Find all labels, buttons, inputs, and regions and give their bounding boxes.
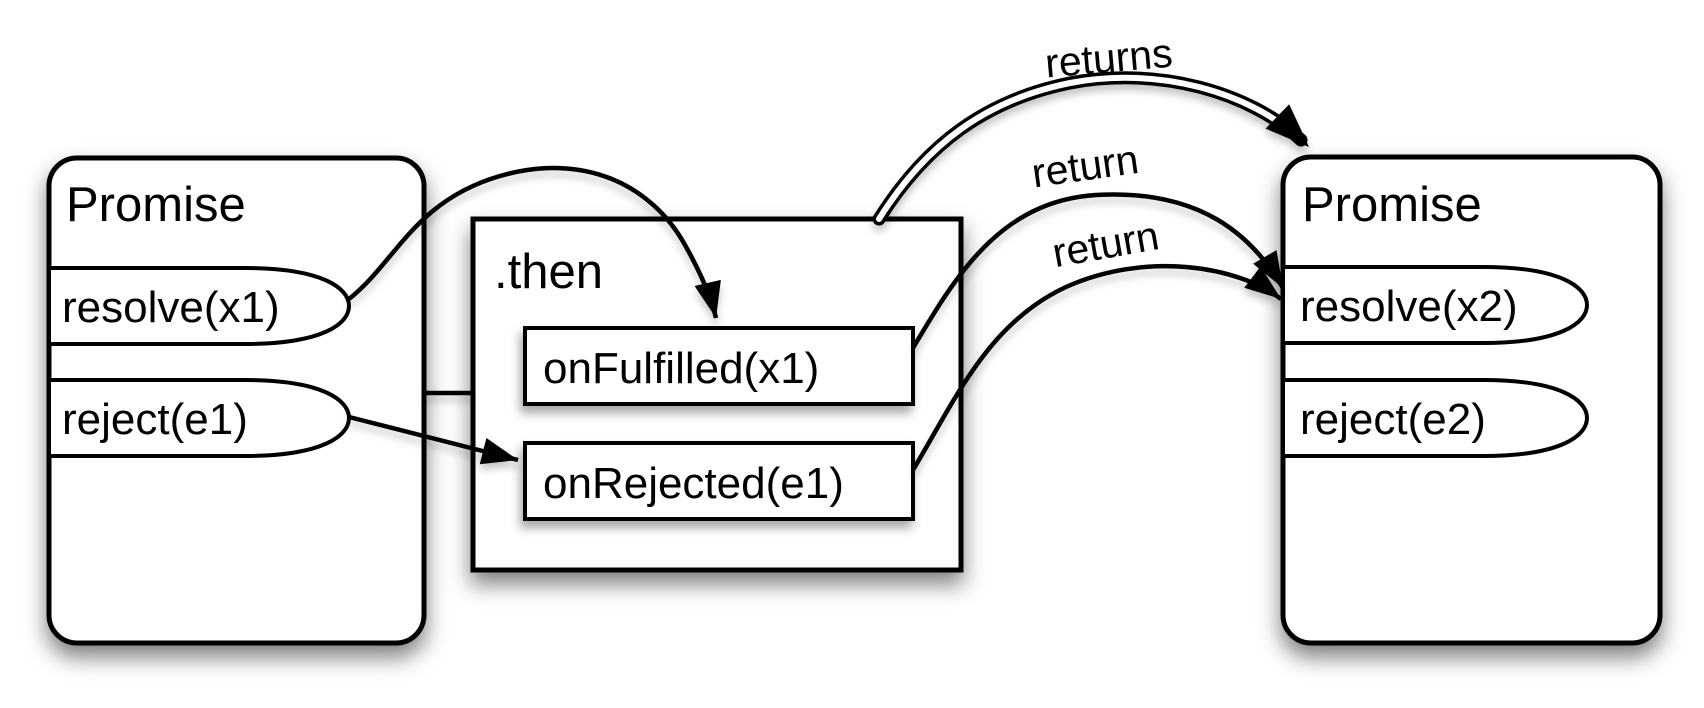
promise2-reject-receptor xyxy=(1285,378,1590,458)
promise1-title: Promise xyxy=(66,178,246,232)
promise2-reject-label: reject(e2) xyxy=(1300,395,1486,444)
promise1-box-group: Promise resolve(x1) reject(e1) xyxy=(46,155,427,646)
onfulfilled-label: onFulfilled(x1) xyxy=(543,344,819,393)
then-returns-arrow-inner xyxy=(876,74,1304,222)
then-title: .then xyxy=(494,245,603,299)
then-returns-arrowhead xyxy=(1265,104,1309,147)
promise1-resolve-label: resolve(x1) xyxy=(62,283,280,332)
returns-label: returns xyxy=(1043,30,1174,87)
promise1-reject-label: reject(e1) xyxy=(62,395,248,444)
reject1-to-onrejected-arrow xyxy=(348,414,519,465)
return-fulfilled-label: return xyxy=(1029,136,1141,196)
onrejected-box xyxy=(523,441,915,521)
onrejected-label: onRejected(e1) xyxy=(543,459,844,508)
promise2-resolve-label: resolve(x2) xyxy=(1300,282,1518,331)
onfulfilled-box xyxy=(523,326,915,406)
then-box-group: .then onFulfilled(x1) onRejected(e1) xyxy=(470,216,964,573)
resolve1-to-onfulfilled-arrow xyxy=(347,165,721,319)
promise1-resolve-receptor xyxy=(51,266,352,346)
promise2-resolve-receptor xyxy=(1285,265,1590,345)
onrejected-return-arrow xyxy=(911,264,1283,472)
then-returns-arrow xyxy=(872,71,1309,226)
promise2-box-group: Promise resolve(x2) reject(e2) xyxy=(1280,154,1663,646)
arrows-group xyxy=(347,71,1309,472)
onfulfilled-return-arrow xyxy=(911,192,1285,350)
promise2-title: Promise xyxy=(1302,178,1482,232)
